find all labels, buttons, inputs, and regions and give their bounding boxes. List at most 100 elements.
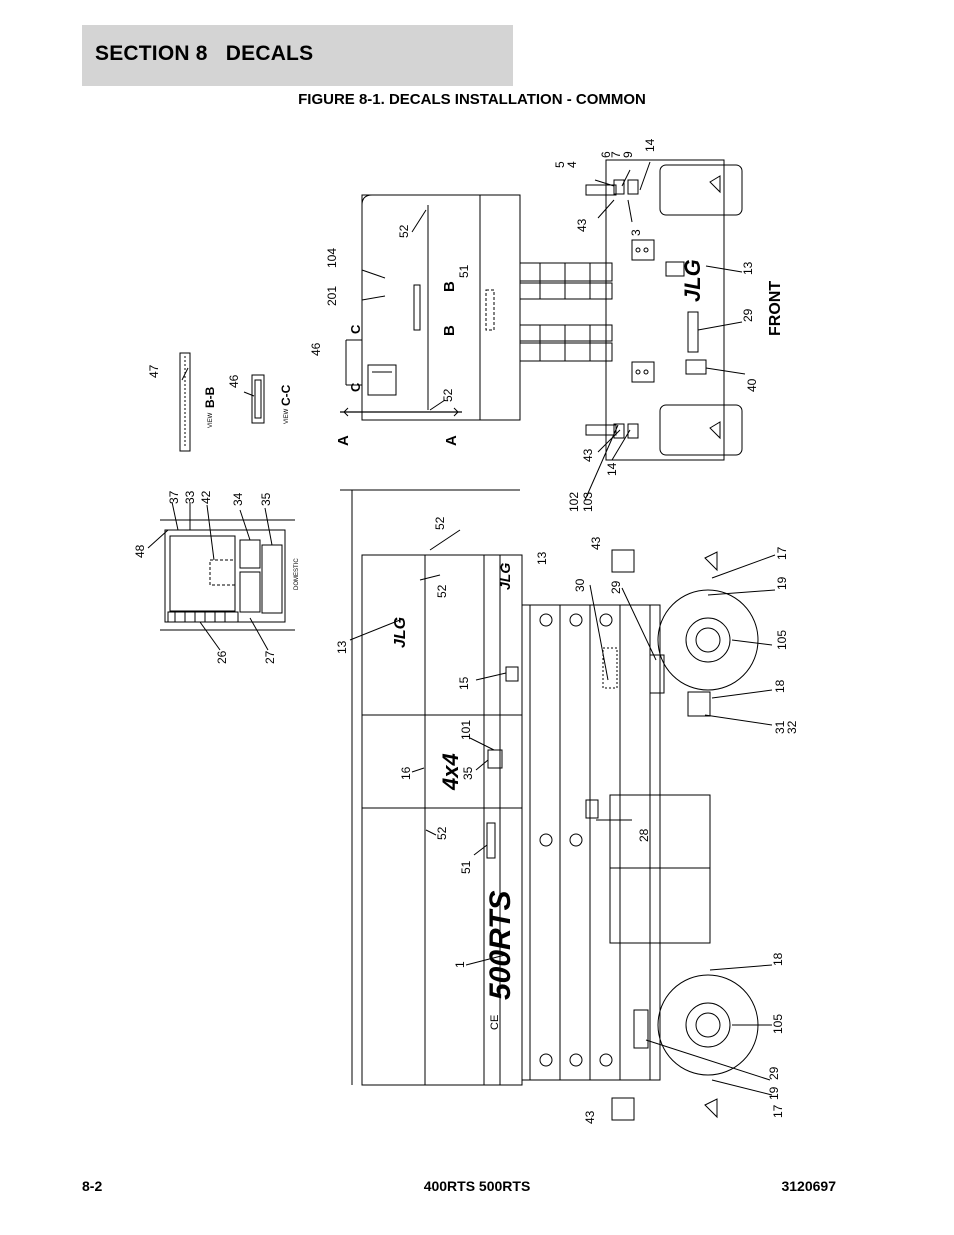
drive-decal-4x4: 4x4 [438, 753, 463, 791]
leader-lines [147, 161, 776, 1096]
callout-19-a: 19 [775, 576, 789, 590]
callout-102: 102 [567, 492, 581, 512]
callout-28: 28 [637, 828, 651, 842]
callout-17-b: 17 [771, 1104, 785, 1118]
section-a-right: A [443, 435, 460, 446]
section-b-lower: B [441, 325, 458, 336]
callout-7: 7 [609, 151, 623, 158]
section-markers: A A B B C C FRONT B-B C-C [203, 281, 784, 446]
jlg-logo-rail: JLG [392, 617, 409, 648]
chassis-side-box [609, 794, 711, 944]
callout-46: 46 [309, 342, 323, 356]
small-labels: VIEW VIEW DOMESTIC [208, 408, 300, 590]
section-header-band [82, 25, 513, 86]
callout-201: 201 [325, 286, 339, 306]
model-decal-500rts: 500RTS [484, 890, 517, 1000]
control-box [367, 364, 397, 396]
callout-4: 4 [565, 161, 579, 168]
section-title: SECTION 8 DECALS [95, 42, 314, 65]
callout-26: 26 [215, 650, 229, 664]
callout-101: 101 [459, 720, 473, 740]
top-view: JLG [340, 159, 743, 461]
callout-19-b: 19 [767, 1086, 781, 1100]
callout-52-side-a: 52 [433, 516, 447, 530]
callout-43-top: 43 [575, 218, 589, 232]
view-prefix-cc: VIEW [284, 408, 290, 424]
callout-18-b: 18 [771, 952, 785, 966]
decal-46-box [251, 374, 265, 424]
callout-1: 1 [453, 961, 467, 968]
callout-14-top: 14 [643, 138, 657, 152]
jlg-logo-top: JLG [680, 259, 705, 302]
callout-52-side-b: 52 [435, 584, 449, 598]
callout-17-a: 17 [775, 546, 789, 560]
view-prefix-bb: VIEW [208, 412, 214, 428]
callout-16: 16 [399, 766, 413, 780]
callout-48: 48 [133, 544, 147, 558]
section-a-left: A [335, 435, 352, 446]
callout-3: 3 [629, 229, 643, 236]
wheel-front-right [659, 404, 743, 456]
figure-title-text: FIGURE 8-1. DECALS INSTALLATION - COMMON [298, 91, 646, 108]
callout-15: 15 [457, 676, 471, 690]
callout-42: 42 [199, 490, 213, 504]
domestic-label: DOMESTIC [294, 558, 300, 590]
callout-6: 6 [599, 151, 613, 158]
callout-13-rail: 13 [335, 640, 349, 654]
callout-9: 9 [621, 151, 635, 158]
callout-35-detail: 35 [259, 492, 273, 506]
view-b-b-label: B-B [203, 386, 217, 408]
callout-29-b: 29 [767, 1066, 781, 1080]
callout-14-b: 14 [605, 462, 619, 476]
callout-43-b: 43 [581, 448, 595, 462]
detail-decal-panel [160, 519, 295, 631]
chassis-top [605, 159, 725, 461]
callout-52-side-c: 52 [435, 826, 449, 840]
jlg-logo-side: JLG [497, 563, 513, 590]
callout-29-side: 29 [609, 580, 623, 594]
figure-title: FIGURE 8-1. DECALS INSTALLATION - COMMON [0, 91, 954, 108]
section-b-upper: B [441, 281, 458, 292]
callout-13-side: 13 [535, 551, 549, 565]
decal-47-strip [179, 352, 191, 452]
callout-37: 37 [167, 490, 181, 504]
callout-43-side-a: 43 [589, 536, 603, 550]
callout-labels: 4 5 6 7 9 14 43 3 52 104 201 51 46 52 13… [133, 138, 799, 1124]
callout-104: 104 [325, 248, 339, 268]
callout-47: 47 [147, 364, 161, 378]
side-view: 500RTS 4x4 CE JLG JLG [340, 489, 759, 1121]
callout-27: 27 [263, 650, 277, 664]
callout-33: 33 [183, 490, 197, 504]
view-c-c [251, 374, 265, 424]
section-c-lower: C [348, 382, 363, 392]
callout-30: 30 [573, 578, 587, 592]
callout-51-top: 51 [457, 264, 471, 278]
footer-models: 400RTS 500RTS [423, 1178, 531, 1194]
callout-34: 34 [231, 492, 245, 506]
callout-51-side: 51 [459, 860, 473, 874]
callout-29-top: 29 [741, 308, 755, 322]
callout-35-side: 35 [461, 766, 475, 780]
view-b-b [179, 352, 191, 452]
section-c-upper: C [348, 324, 363, 334]
callout-31: 31 [773, 720, 787, 734]
callout-43-side-b: 43 [583, 1110, 597, 1124]
scissor-arms-top [519, 262, 613, 362]
callout-103: 103 [581, 492, 595, 512]
platform-side [361, 554, 523, 1086]
view-c-c-label: C-C [279, 384, 293, 406]
wheel-front-left [659, 164, 743, 216]
callout-52-top: 52 [397, 224, 411, 238]
scissor-stack-side [522, 604, 661, 1081]
wheel-rear-side [657, 589, 759, 691]
platform-deck [361, 194, 521, 421]
ce-mark: CE [489, 1015, 501, 1030]
callout-18-a: 18 [773, 679, 787, 693]
front-label: FRONT [767, 281, 784, 336]
callout-5: 5 [553, 161, 567, 168]
callout-52-a: 52 [441, 388, 455, 402]
callout-32: 32 [785, 720, 799, 734]
callout-46-view: 46 [227, 374, 241, 388]
callout-40: 40 [745, 378, 759, 392]
